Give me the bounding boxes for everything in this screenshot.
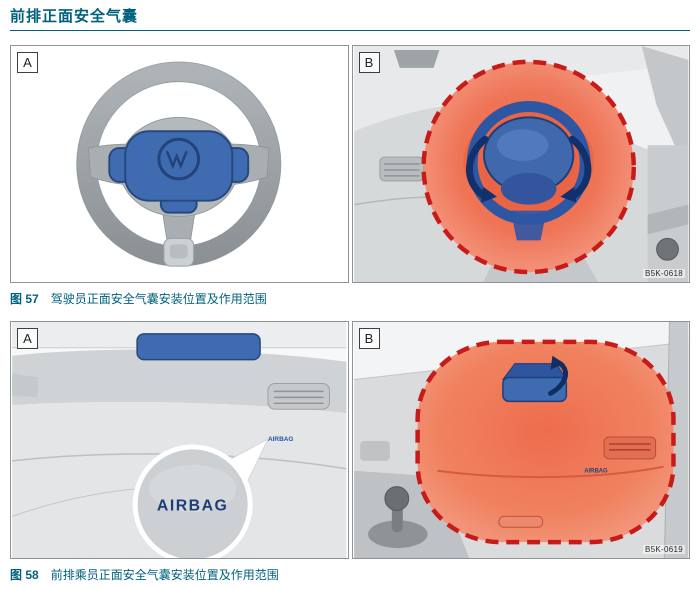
driver-airbag-cover (108, 130, 250, 214)
deployment-zone-outline (414, 339, 676, 545)
steering-wheel-illustration (76, 61, 282, 267)
page-title: 前排正面安全气囊 (10, 8, 139, 25)
airbag-magnifier-callout: AIRBAG (132, 444, 253, 558)
manual-page: 前排正面安全气囊 (0, 5, 700, 589)
figure-57-caption: 图 57 驾驶员正面安全气囊安装位置及作用范围 (10, 290, 690, 307)
panel-label-b: B (358, 328, 380, 349)
dashboard-inside-zone (436, 436, 664, 528)
deployment-direction-arrows (465, 135, 591, 203)
airbag-dash-label: AIRBAG (584, 469, 608, 475)
image-code-58: B5K-0619 (643, 545, 685, 554)
steering-wheel-bottom-trim (163, 237, 195, 267)
passenger-airbag-module (501, 355, 568, 403)
driver-airbag-zone-illustration (353, 46, 688, 282)
figure-57-panel-b: B B5K-0618 (351, 45, 690, 283)
figure-58-panel-a: AIRBAG AIRBAG A (10, 321, 349, 559)
figure-58-caption-text: 前排乘员正面安全气囊安装位置及作用范围 (50, 568, 279, 582)
airbag-callout-label: AIRBAG (157, 497, 228, 514)
page-header: 前排正面安全气囊 (10, 5, 690, 31)
figure-58-panel-b: AIRBAG B B5K-0619 (351, 321, 690, 559)
figure-57-caption-label: 图 57 (10, 292, 39, 306)
passenger-airbag-cover (136, 333, 261, 361)
passenger-airbag-zone-illustration: AIRBAG (353, 322, 688, 558)
panel-label-a: A (17, 52, 38, 73)
figure-57-caption-text: 驾驶员正面安全气囊安装位置及作用范围 (50, 292, 267, 306)
panel-label-a: A (17, 328, 38, 349)
airbag-dash-label: AIRBAG (268, 436, 293, 443)
figure-57-panel-a: A (10, 45, 349, 283)
figure-57-panels: A (10, 45, 690, 283)
vw-emblem-icon (157, 137, 201, 181)
image-code-57: B5K-0618 (643, 269, 685, 278)
passenger-dashboard-illustration: AIRBAG AIRBAG (12, 322, 347, 558)
figure-58-caption: 图 58 前排乘员正面安全气囊安装位置及作用范围 (10, 566, 690, 583)
panel-label-b: B (358, 52, 380, 73)
figure-58-caption-label: 图 58 (10, 568, 39, 582)
figure-58-panels: AIRBAG AIRBAG A (10, 321, 690, 559)
